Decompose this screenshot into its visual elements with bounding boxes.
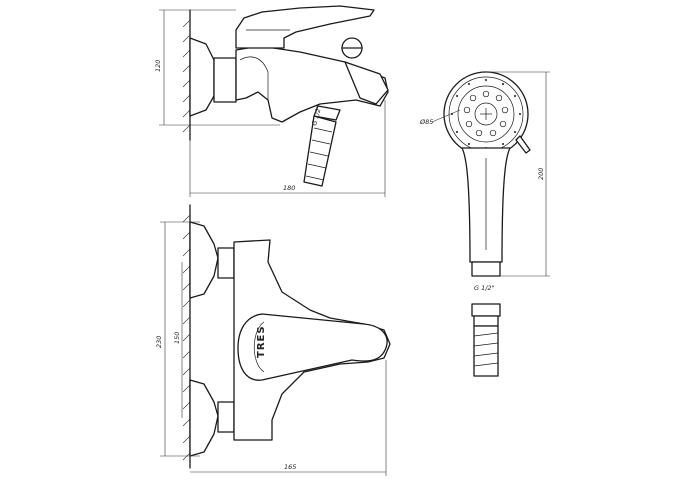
side-spout <box>344 61 389 105</box>
front-upper-escutcheon <box>189 221 219 299</box>
front-brand-label: TRES <box>256 325 267 358</box>
side-wall-hatching <box>182 19 191 133</box>
front-wall-hatching <box>182 214 191 461</box>
shower-selector-tab <box>515 135 531 154</box>
side-height-label: 120 <box>154 60 162 72</box>
shower-head-center-cross <box>480 108 492 120</box>
front-lower-escutcheon <box>189 379 219 457</box>
side-hose-nut <box>313 105 341 121</box>
front-lever-handle <box>237 313 388 381</box>
side-hose <box>303 115 337 187</box>
hose-nut-top <box>471 303 501 317</box>
shower-thread-label: G 1/2" <box>474 284 495 292</box>
front-view: TRES 230 150 165 <box>155 204 391 476</box>
shower-connector <box>471 261 501 277</box>
side-view: G 1/2" 120 180 <box>154 5 389 197</box>
hose-ribs <box>473 332 499 367</box>
front-spacing-label: 150 <box>173 332 181 344</box>
front-height-label: 230 <box>155 336 163 348</box>
shower-head-spray-ring <box>457 85 515 143</box>
hose-nut-bottom <box>473 315 499 327</box>
side-connector <box>213 57 237 103</box>
hand-shower-view: G 1/2" Ø85 200 <box>419 71 550 377</box>
shower-head-center <box>474 102 498 126</box>
front-lever-contour <box>253 321 265 373</box>
side-lever-handle <box>235 5 375 49</box>
front-upper-connector <box>217 247 235 279</box>
shower-diameter-label: Ø85 <box>419 118 433 126</box>
side-hose-ribs <box>305 127 333 181</box>
front-width-label: 165 <box>284 463 296 471</box>
side-body-contour <box>239 56 269 100</box>
front-lower-connector <box>217 401 235 433</box>
shower-nozzles <box>463 90 509 137</box>
side-width-label: 180 <box>283 184 295 192</box>
shower-length-label: 200 <box>537 168 545 180</box>
shower-diameter-leader <box>431 109 461 123</box>
side-escutcheon <box>189 37 215 117</box>
